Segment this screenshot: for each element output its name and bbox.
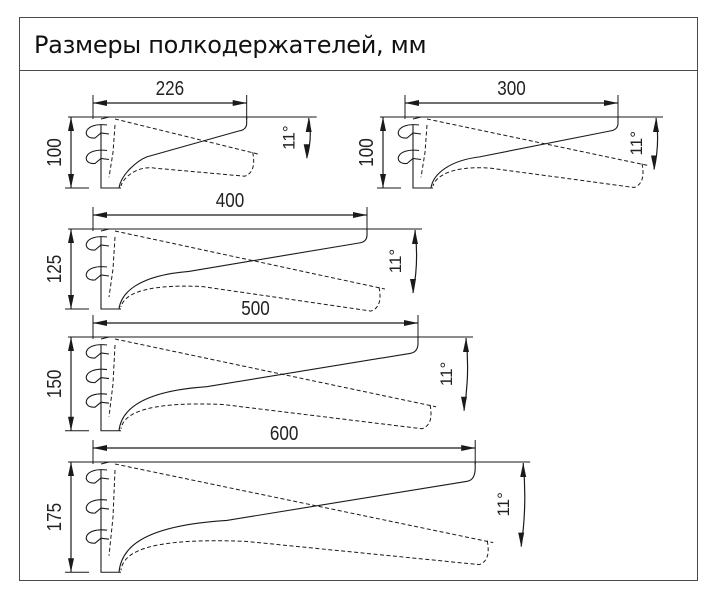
bracket-outline-tilted-top [114,463,494,544]
bracket-outline-level [100,336,419,431]
arrow-down-icon [380,174,386,188]
bracket-outline-tilted-top [114,338,437,408]
foot-outline [412,184,433,189]
arrow-up-icon [68,337,74,351]
angle-label: 11° [627,131,646,155]
depth-label: 500 [241,298,270,320]
height-label: 150 [44,370,66,399]
hook-outline [85,529,110,544]
bracket-outline-tilted-top [426,118,649,166]
hook-outline [85,469,110,484]
arrow-left-icon [93,445,107,451]
arrow-right-icon [232,100,247,106]
angle-label: 11° [437,362,456,386]
arrow-up-icon [412,230,418,244]
arrow-up-icon [520,463,527,477]
arrow-left-icon [93,100,107,106]
bracket-outline-tilted-top [114,230,386,290]
bracket-300: 300 100 11° [356,78,663,189]
wall-plate-tilted [108,236,116,298]
wall-plate-tilted [108,469,116,556]
bracket-outline-level [100,116,248,189]
arrow-down-icon [651,155,657,170]
height-label: 100 [44,138,66,167]
depth-label: 400 [216,190,245,212]
bracket-400: 400 125 11° [44,190,422,312]
bracket-outline-tilted-bottom [120,540,489,571]
arrow-down-icon [518,532,525,547]
bracket-outline-tilted-bottom [120,403,432,430]
depth-label: 226 [156,78,185,100]
foot-outline [100,184,121,189]
height-label: 125 [44,255,66,284]
bracket-outline-tilted-bottom [120,152,255,187]
height-label: 100 [356,138,378,167]
bracket-outline-tilted-top [114,118,259,155]
panel-header: Размеры полкодержателей, мм [20,18,697,71]
arrow-left-icon [405,100,419,106]
arrow-up-icon [305,118,312,132]
arrow-up-icon [68,462,74,476]
depth-label: 300 [497,78,526,100]
arrow-right-icon [404,320,418,326]
foot-outline [100,426,121,432]
hook-outline [85,499,110,514]
wall-plate-tilted [420,124,428,178]
height-label: 175 [44,503,66,532]
wall-plate-tilted [108,124,116,178]
hook-outline [85,393,110,408]
arrow-down-icon [303,144,310,159]
bracket-outline-level [100,228,368,310]
arrow-up-icon [380,117,386,131]
page-title: Размеры полкодержателей, мм [34,31,427,59]
arrow-down-icon [461,396,467,411]
arrow-down-icon [68,558,74,573]
angle-label: 11° [494,492,513,516]
arrow-right-icon [604,100,618,106]
bracket-outline-level [100,461,476,573]
arrow-up-icon [68,117,74,131]
arrow-up-icon [68,229,74,243]
arrow-left-icon [93,320,107,326]
bracket-outline-tilted-bottom [120,285,381,312]
wall-plate-tilted [108,344,116,417]
arrow-down-icon [68,416,74,431]
arrow-down-icon [68,295,74,309]
depth-label: 600 [270,423,299,445]
bracket-outline-tilted-bottom [432,163,644,188]
hook-outline [397,149,422,165]
bracket-500: 500 150 11° [44,298,473,432]
dimensions-panel: Размеры полкодержателей, мм [19,17,698,581]
hook-outline [85,236,110,251]
hook-outline [85,266,110,281]
foot-outline [100,568,121,573]
arrow-right-icon [461,445,476,451]
arrow-down-icon [68,174,74,188]
foot-outline [100,305,121,310]
arrow-left-icon [93,212,107,218]
hook-outline [397,124,422,139]
hook-outline [85,368,110,384]
arrow-down-icon [410,279,416,294]
bracket-226: 226 100 11° [44,78,317,189]
hook-outline [85,124,110,139]
bracket-outline-level [412,116,619,189]
arrow-up-icon [653,118,659,132]
angle-label: 11° [280,125,299,149]
hook-outline [85,344,110,359]
angle-label: 11° [386,249,405,273]
arrow-right-icon [353,212,367,218]
bracket-600: 600 175 11° [44,423,531,573]
hook-outline [85,149,110,165]
arrow-up-icon [463,338,469,352]
